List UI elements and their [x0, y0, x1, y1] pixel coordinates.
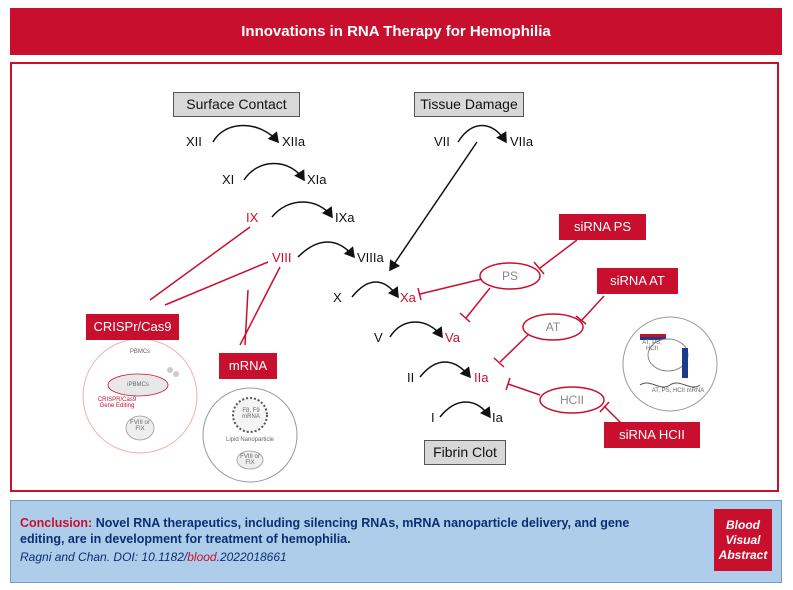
badge-line-1: Blood	[726, 518, 760, 532]
link-viii-mrna-2	[244, 289, 249, 346]
sirna-targets-label: AT, PS, HCII	[642, 340, 662, 352]
factor-ii: II	[407, 370, 415, 385]
factor-ix: IX	[246, 210, 259, 225]
lipid-nanoparticle-label: Lipid Nanoparticle	[225, 437, 275, 443]
mrna-output-label: FVIII or FIX	[240, 454, 260, 466]
at-oval	[522, 313, 584, 341]
title-band	[10, 8, 782, 55]
pbmcs-label: PBMCs	[129, 349, 151, 355]
fibrin-clot-box: Fibrin Clot	[424, 440, 506, 465]
factor-xii: XII	[186, 134, 202, 149]
factor-x: X	[333, 290, 342, 305]
surface-contact-box: Surface Contact	[173, 92, 300, 117]
inhib-sirnaat-at	[581, 295, 605, 321]
citation-doi-suffix: .2022018661	[216, 550, 287, 564]
ps-label: PS	[501, 269, 518, 283]
arrow-i-ia	[439, 401, 491, 419]
factor-viia: VIIa	[510, 134, 534, 149]
hcii-label: HCII	[560, 393, 584, 407]
conclusion-panel	[10, 500, 782, 583]
at-label: AT	[545, 320, 561, 334]
mrna-nanoparticle-illustration	[202, 387, 298, 483]
badge-line-2: Visual	[725, 533, 761, 547]
factor-vii: VII	[434, 134, 450, 149]
mrna-box: mRNA	[219, 353, 277, 379]
factor-xiia: XIIa	[282, 134, 306, 149]
factor-iia: IIa	[474, 370, 489, 385]
badge-line-3: Abstract	[718, 548, 768, 562]
factor-va: Va	[445, 330, 460, 345]
crispr-output-label: FVIII or FIX	[130, 420, 150, 432]
inhib-sirnaps-ps	[539, 239, 578, 269]
conclusion-text: Conclusion: Novel RNA therapeutics, incl…	[20, 515, 675, 547]
diagram-frame	[10, 62, 779, 492]
sirna-at-box: siRNA AT	[597, 268, 678, 294]
factor-v: V	[374, 330, 383, 345]
citation: Ragni and Chan. DOI: 10.1182/blood.20220…	[20, 550, 287, 564]
factor-ia: Ia	[492, 410, 503, 425]
citation-authors: Ragni and Chan. DOI: 10.1182/	[20, 550, 188, 564]
arrow-xii-xiia	[212, 124, 279, 144]
factor-i: I	[431, 410, 435, 425]
sirna-ps-box: siRNA PS	[559, 214, 646, 240]
ipbmcs-label: iPBMCs	[127, 382, 149, 388]
factor-xia: XIa	[307, 172, 327, 187]
inhib-ps-va	[465, 287, 491, 319]
inhib-hcii-iia	[507, 383, 541, 396]
crispr-box: CRISPr/Cas9	[86, 314, 179, 340]
link-viii-crispr	[164, 261, 269, 306]
factor-viii: VIII	[272, 250, 292, 265]
arrow-v-va	[389, 321, 443, 339]
conclusion-body: Novel RNA therapeutics, including silenc…	[20, 516, 630, 546]
link-viii-mrna	[239, 266, 281, 346]
sirna-mrna-label: AT, PS, HCII mRNA	[651, 388, 705, 394]
arrow-xi-xia	[243, 162, 305, 182]
inhib-ps-xa	[419, 278, 483, 295]
sirna-hcii-box: siRNA HCII	[604, 422, 700, 448]
tissue-damage-box: Tissue Damage	[414, 92, 524, 117]
page-title: Innovations in RNA Therapy for Hemophili…	[241, 23, 551, 40]
citation-journal: blood	[187, 550, 217, 564]
ps-oval	[479, 262, 541, 290]
link-ix-crispr	[149, 226, 251, 301]
factor-ixa: IXa	[335, 210, 355, 225]
factor-viiia: VIIIa	[357, 250, 384, 265]
hcii-oval	[539, 386, 605, 414]
factor-xi: XI	[222, 172, 235, 187]
arrow-viii-viiia	[297, 241, 355, 259]
factor-xa: Xa	[400, 290, 416, 305]
arrow-ii-iia	[419, 361, 471, 379]
inhib-at-iia	[499, 334, 529, 363]
f8f9-mrna-label: F8, F9 mRNA	[242, 408, 260, 420]
arrow-vii-viia	[457, 124, 507, 144]
conclusion-lead: Conclusion:	[20, 516, 93, 530]
arrow-ix-ixa	[271, 201, 333, 219]
arrow-viia-to-x	[389, 141, 478, 272]
arrow-x-xa	[351, 281, 399, 299]
gene-editing-label: CRISPR/Cas9 Gene Editing	[97, 397, 137, 409]
